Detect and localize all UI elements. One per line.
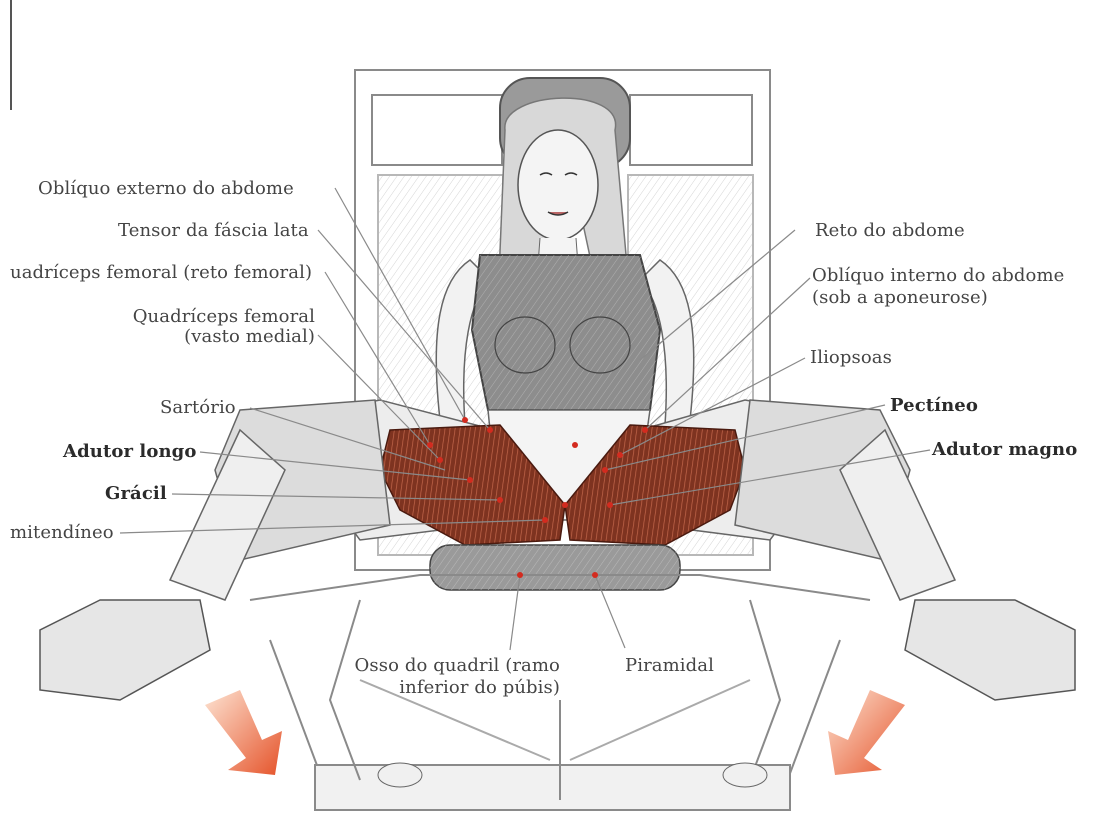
label-osso-do-quadril-line2: inferior do púbis) bbox=[300, 677, 560, 698]
right-hand bbox=[723, 763, 767, 787]
label-obliquo-interno-line2: (sob a aponeurose) bbox=[812, 287, 988, 308]
label-quadriceps-vasto-medial-line2: (vasto medial) bbox=[115, 326, 315, 347]
label-tensor-fascia-lata: Tensor da fáscia lata bbox=[118, 220, 309, 241]
label-iliopsoas: Iliopsoas bbox=[810, 347, 892, 368]
label-piramidal: Piramidal bbox=[625, 655, 714, 676]
label-sartorio: Sartório bbox=[160, 397, 236, 418]
left-shoe bbox=[40, 600, 210, 700]
left-direction-arrow bbox=[205, 690, 282, 775]
face bbox=[518, 130, 598, 240]
label-reto-do-abdome: Reto do abdome bbox=[815, 220, 965, 241]
label-obliquo-interno-line1: Oblíquo interno do abdome bbox=[812, 265, 1064, 286]
label-adutor-longo: Adutor longo bbox=[63, 441, 196, 462]
label-adutor-magno: Adutor magno bbox=[932, 439, 1077, 460]
right-shoe bbox=[905, 600, 1075, 700]
right-direction-arrow bbox=[828, 690, 905, 775]
left-hand bbox=[378, 763, 422, 787]
label-obliquo-externo: Oblíquo externo do abdome bbox=[38, 178, 294, 199]
label-gracil: Grácil bbox=[105, 483, 167, 504]
label-pectineo: Pectíneo bbox=[890, 395, 978, 416]
label-osso-do-quadril-line1: Osso do quadril (ramo bbox=[300, 655, 560, 676]
label-quadriceps-vasto-medial-line1: Quadríceps femoral bbox=[115, 306, 315, 327]
label-semitendineo: mitendíneo bbox=[10, 522, 114, 543]
label-quadriceps-reto-femoral: uadríceps femoral (reto femoral) bbox=[10, 262, 312, 283]
